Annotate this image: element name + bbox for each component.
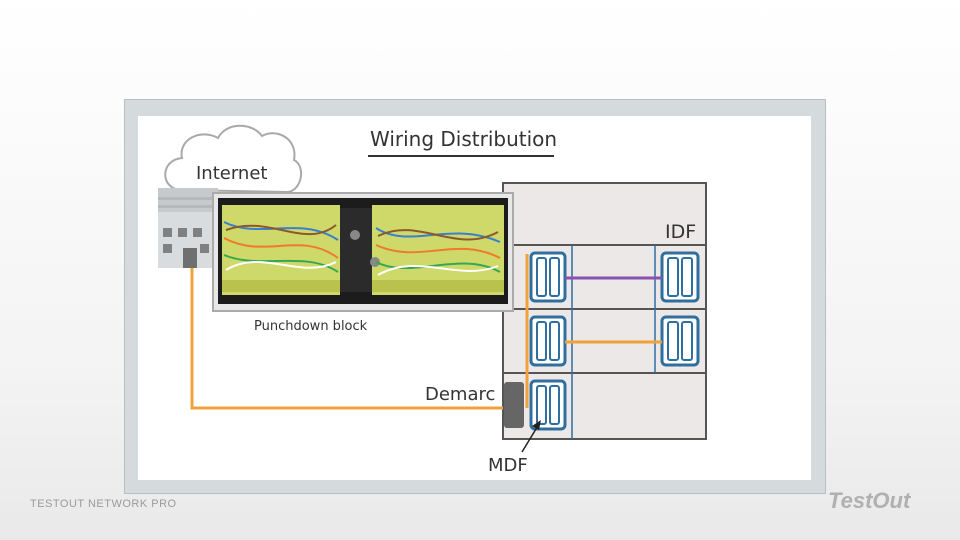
title-underline [368, 155, 554, 157]
footer-course-name: TESTOUT NETWORK PRO [30, 498, 177, 510]
patch-panel-mdf-2 [529, 315, 567, 367]
demarc-box [504, 382, 524, 428]
orange-cable-building [190, 268, 503, 410]
idf-label: IDF [665, 221, 697, 243]
cloud-icon [164, 124, 303, 194]
mdf-arrow [521, 420, 541, 453]
internet-label: Internet [196, 163, 268, 184]
patch-panel-idf-1 [660, 251, 700, 303]
patch-panel-idf-2 [660, 315, 700, 367]
demarc-label: Demarc [425, 384, 496, 405]
punchdown-label: Punchdown block [254, 319, 368, 334]
building-icon [158, 188, 218, 268]
mdf-label: MDF [488, 455, 528, 476]
punchdown-block-photo [212, 192, 514, 312]
patch-panel-mdf-3 [529, 379, 567, 431]
diagram-title: Wiring Distribution [370, 127, 558, 151]
patch-panel-mdf-1 [529, 251, 567, 303]
testout-logo: TestOut [828, 488, 911, 513]
